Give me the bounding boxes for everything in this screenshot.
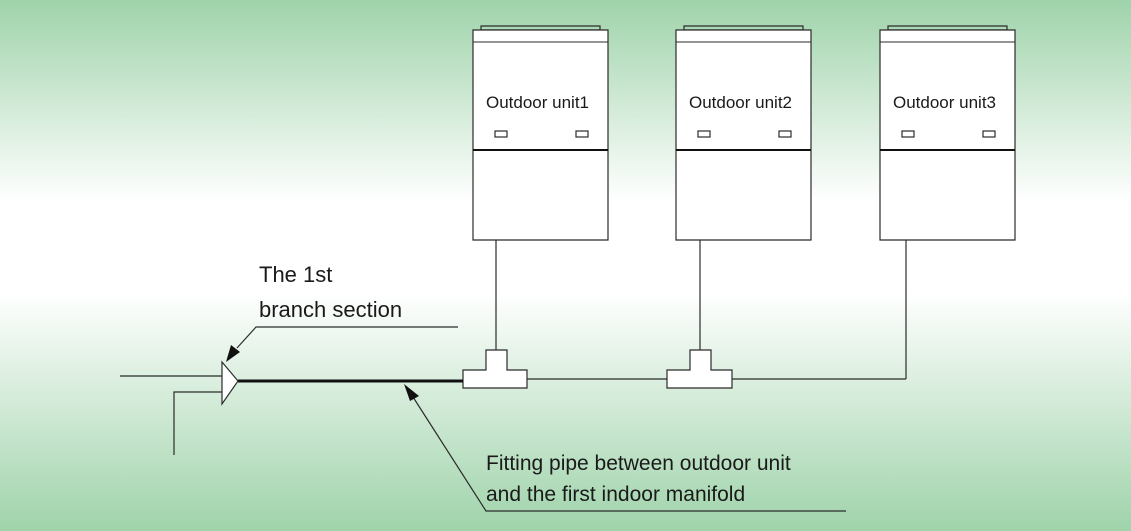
branch-label-line1: The 1st [259, 262, 332, 287]
outdoor-unit-1: Outdoor unit1 [472, 25, 609, 241]
first-branch-joint [120, 360, 239, 455]
tee-fitting-1 [462, 349, 528, 389]
fitting-leader [404, 384, 846, 512]
outdoor-unit-1-label: Outdoor unit1 [486, 93, 589, 112]
fitting-label-line1: Fitting pipe between outdoor unit [486, 452, 791, 475]
fitting-label-line2: and the first indoor manifold [486, 483, 745, 506]
outdoor-unit-3: Outdoor unit3 [879, 25, 1016, 241]
outdoor-unit-2: Outdoor unit2 [675, 25, 812, 241]
outdoor-unit-3-label: Outdoor unit3 [893, 93, 996, 112]
branch-label-line2: branch section [259, 297, 402, 322]
branch-leader [226, 326, 458, 362]
outdoor-unit-2-label: Outdoor unit2 [689, 93, 792, 112]
tee-fitting-2 [666, 349, 733, 389]
